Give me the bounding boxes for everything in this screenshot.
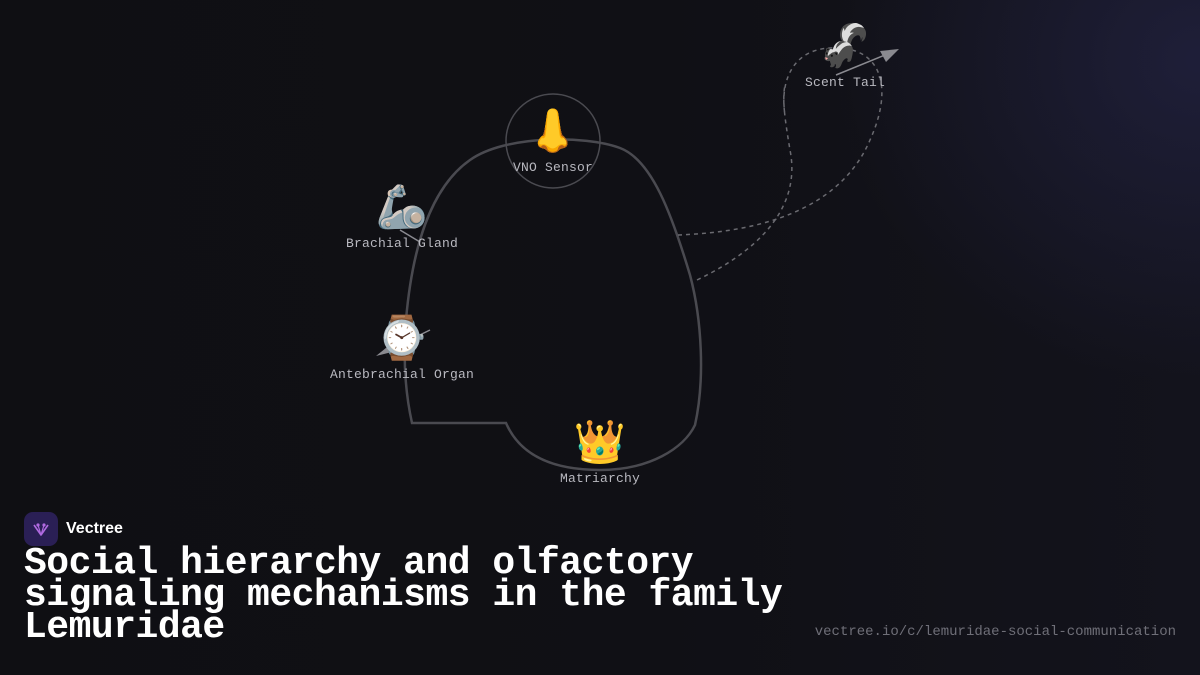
scent-trail-upper — [677, 47, 883, 236]
source-url[interactable]: vectree.io/c/lemuridae-social-communicat… — [814, 624, 1176, 640]
crown-icon: 👑 — [573, 417, 627, 466]
node-label: Antebrachial Organ — [329, 367, 475, 382]
antebrachial-pointer-head — [376, 343, 392, 356]
skunk-icon: 🦨 — [818, 21, 872, 70]
node-antebrachial-organ: ⌚ Antebrachial Organ — [330, 313, 474, 382]
brand[interactable]: Vectree — [24, 512, 123, 546]
vno-sensor-ring — [505, 93, 601, 189]
node-scent-tail: 🦨 Scent Tail — [805, 21, 885, 90]
node-label: Matriarchy — [559, 471, 641, 486]
scent-trail-lower — [696, 84, 793, 281]
node-label: Brachial Gland — [345, 236, 459, 251]
watch-icon: ⌚ — [375, 313, 429, 362]
nose-icon: 👃 — [526, 106, 580, 155]
brand-name: Vectree — [66, 520, 123, 537]
mechanical-arm-icon: 🦾 — [375, 182, 429, 231]
antebrachial-pointer — [384, 329, 431, 353]
node-label: VNO Sensor — [512, 160, 594, 175]
page-title: Social hierarchy and olfactory signaling… — [24, 542, 783, 649]
node-label: Scent Tail — [804, 75, 886, 90]
scent-tail-arrow-shaft — [835, 52, 891, 76]
node-matriarchy: 👑 Matriarchy — [560, 417, 640, 486]
node-brachial-gland: 🦾 Brachial Gland — [346, 182, 458, 251]
scent-tail-arrow-head — [880, 49, 899, 62]
body-outline — [403, 138, 703, 472]
node-vno-sensor: 👃 VNO Sensor — [513, 106, 593, 175]
vectree-logo-icon — [24, 512, 58, 546]
brachial-gland-pointer — [399, 229, 421, 243]
